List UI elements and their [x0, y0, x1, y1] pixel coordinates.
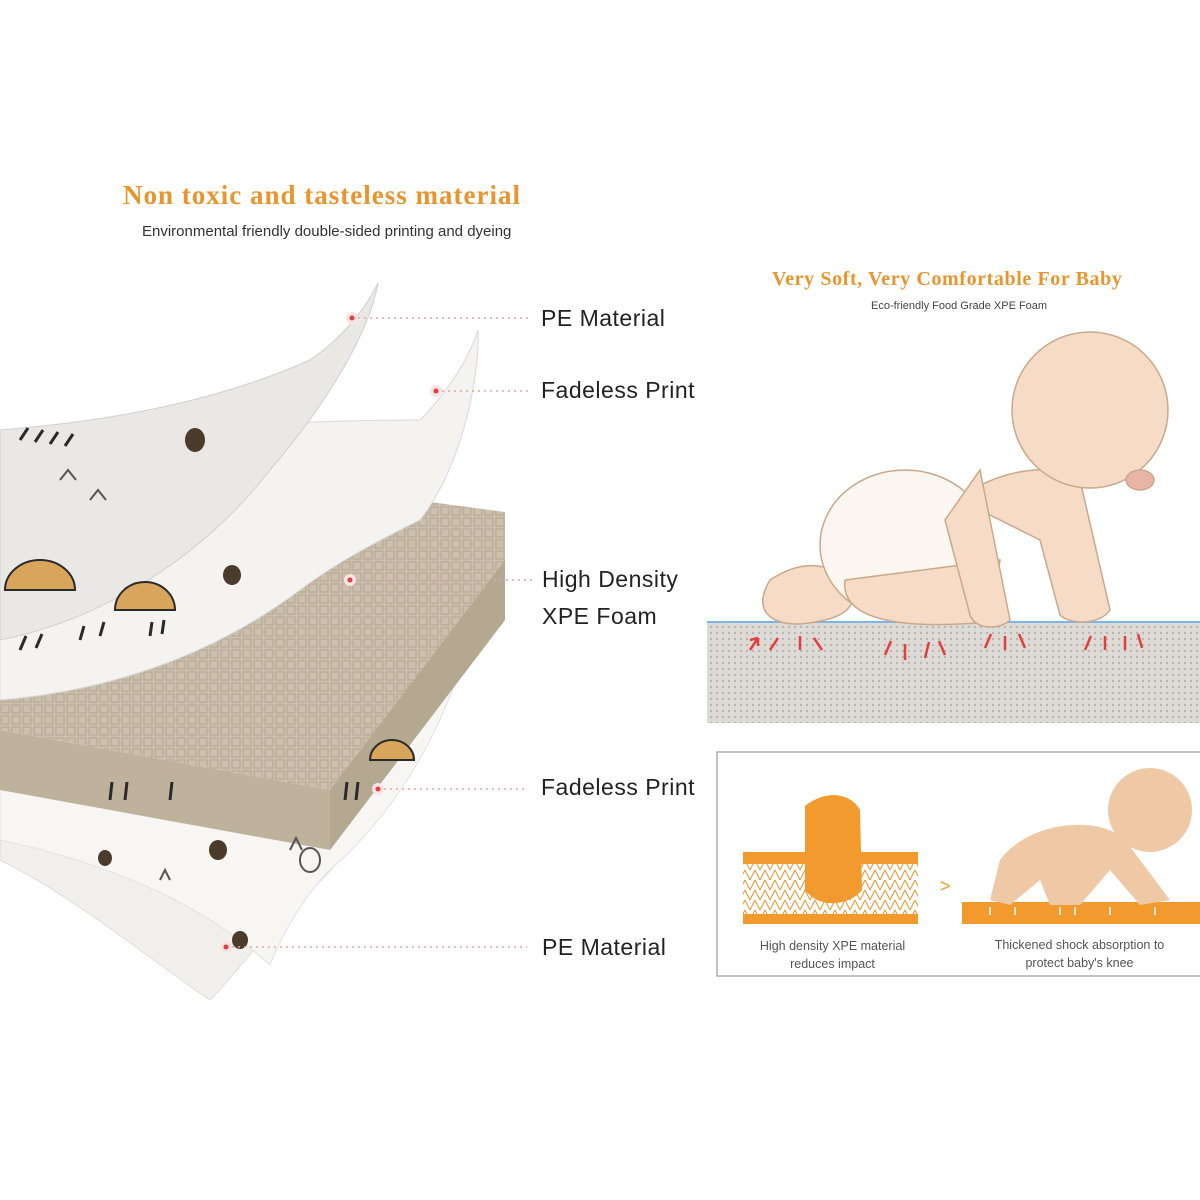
- left-subtitle: Environmental friendly double-sided prin…: [142, 223, 512, 240]
- label-xpe-foam: XPE Foam: [542, 603, 658, 629]
- svg-text:>: >: [940, 876, 951, 896]
- caption-right: Thickened shock absorption to protect ba…: [972, 936, 1187, 972]
- caption-left-line2: reduces impact: [790, 957, 875, 971]
- label-high-density: High Density: [542, 566, 679, 592]
- label-fadeless-print-bottom: Fadeless Print: [541, 774, 696, 800]
- foam-surface: [707, 621, 1200, 723]
- caption-left-line1: High density XPE material: [759, 939, 906, 953]
- crawling-baby: [762, 331, 1169, 628]
- pe-material-layer: [0, 282, 379, 641]
- baby-on-mat-icon: [962, 768, 1200, 924]
- caption-left: High density XPE material reduces impact: [735, 937, 930, 973]
- label-pe-material-bottom: PE Material: [542, 934, 667, 960]
- right-subtitle: Eco-friendly Food Grade XPE Foam: [871, 300, 1048, 312]
- label-pe-material-top: PE Material: [541, 305, 666, 331]
- pressure-arrows: [748, 633, 1144, 660]
- foam-compression-icon: [743, 795, 918, 924]
- caption-right-line2: protect baby's knee: [1025, 956, 1134, 970]
- caption-right-line1: Thickened shock absorption to: [994, 938, 1165, 952]
- foam-top: [0, 490, 505, 790]
- label-fadeless-print-top: Fadeless Print: [541, 377, 696, 403]
- left-title: Non toxic and tasteless material: [123, 180, 521, 210]
- right-title: Very Soft, Very Comfortable For Baby: [772, 268, 1123, 290]
